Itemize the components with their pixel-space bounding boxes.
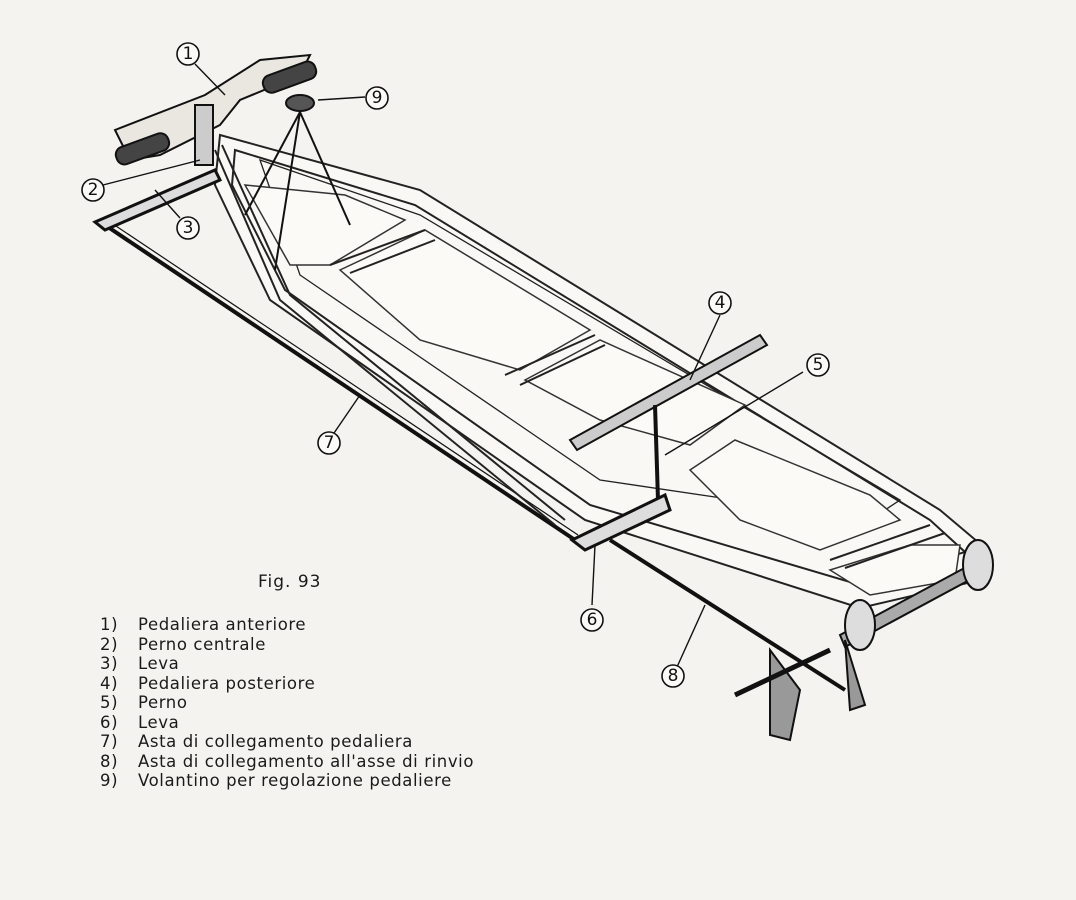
figure-caption: Fig. 93: [258, 572, 322, 592]
legend-number: 5): [100, 693, 119, 712]
svg-text:7: 7: [324, 433, 335, 453]
legend-number: 6): [100, 712, 119, 732]
callout-markers: 1 2 3 4 5 6 7 8 9: [81, 42, 830, 688]
legend-number: 1): [100, 615, 119, 634]
callout-leaders: [102, 63, 804, 668]
callout-4: 4: [708, 291, 732, 315]
legend-item: 2) Perno centrale: [100, 635, 500, 655]
legend-text: Pedaliera posteriore: [138, 673, 316, 693]
legend-number: 8): [100, 751, 119, 771]
legend-number: 7): [100, 732, 119, 751]
legend-item: 5) Perno: [100, 693, 500, 713]
legend-item: 9) Volantino per regolazione pedaliere: [100, 771, 500, 791]
legend-item: 7) Asta di collegamento pedaliera: [100, 732, 500, 752]
svg-text:3: 3: [183, 218, 194, 238]
legend-number: 4): [100, 673, 119, 693]
legend-item: 6) Leva: [100, 713, 500, 733]
legend-number: 3): [100, 654, 119, 673]
callout-1: 1: [176, 42, 200, 66]
legend-number: 2): [100, 634, 119, 654]
svg-text:4: 4: [715, 293, 726, 313]
frame-tubes: [214, 144, 566, 526]
svg-text:1: 1: [183, 44, 194, 64]
legend-text: Asta di collegamento all'asse di rinvio: [138, 751, 475, 771]
legend-text: Asta di collegamento pedaliera: [138, 732, 413, 751]
adjust-handwheel: [244, 94, 351, 271]
legend-item: 8) Asta di collegamento all'asse di rinvi…: [100, 752, 500, 772]
legend-item: 1) Pedaliera anteriore: [100, 615, 500, 635]
legend-text: Leva: [138, 654, 180, 673]
cross-braces: [329, 229, 946, 569]
callout-9: 9: [365, 86, 389, 110]
legend-list: 1) Pedaliera anteriore 2) Perno centrale 3…: [100, 615, 500, 791]
lever-front: [92, 168, 223, 232]
legend-text: Pedaliera anteriore: [138, 615, 307, 634]
legend-text: Volantino per regolazione pedaliere: [138, 771, 452, 790]
svg-text:8: 8: [668, 666, 679, 686]
lever-rear: [569, 492, 672, 552]
svg-text:2: 2: [88, 180, 99, 200]
legend-text: Perno: [138, 693, 188, 712]
svg-text:5: 5: [813, 355, 824, 375]
legend-text: Perno centrale: [138, 634, 266, 654]
front-pedal-assembly: [113, 53, 318, 166]
callout-5: 5: [806, 353, 830, 377]
svg-text:9: 9: [372, 88, 383, 108]
svg-text:6: 6: [587, 610, 598, 630]
link-rod-front: [103, 221, 579, 542]
link-rod-rear: [608, 538, 847, 692]
callout-7: 7: [317, 431, 341, 455]
legend-text: Leva: [138, 712, 180, 732]
legend-item: 3) Leva: [100, 654, 500, 674]
callout-8: 8: [661, 664, 685, 688]
rear-pedal-bar: [568, 333, 769, 501]
legend-number: 9): [100, 771, 119, 790]
callout-2: 2: [81, 178, 105, 202]
rear-axle: [733, 539, 994, 742]
callout-3: 3: [176, 216, 200, 240]
callout-6: 6: [580, 608, 604, 632]
legend-item: 4) Pedaliera posteriore: [100, 674, 500, 694]
